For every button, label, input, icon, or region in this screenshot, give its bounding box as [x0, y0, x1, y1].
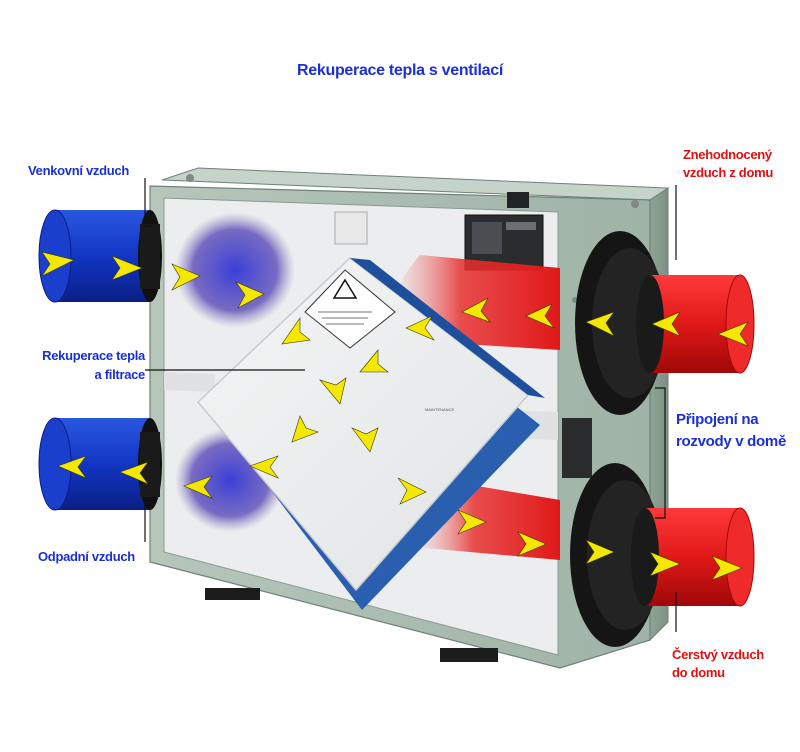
label-outdoor-air: Venkovní vzduch: [28, 162, 129, 179]
label-stale-air-line1: Znehodnocený: [683, 146, 772, 163]
label-fresh-air-line2: do domu: [672, 664, 725, 681]
label-heat-recovery-line2: a filtrace: [25, 366, 145, 383]
label-fresh-air-line1: Čerstvý vzduch: [672, 646, 764, 663]
label-connection-line2: rozvody v domě: [676, 432, 786, 452]
page-title: Rekuperace tepla s ventilací: [0, 62, 800, 80]
label-heat-recovery-line1: Rekuperace tepla: [25, 347, 145, 364]
label-connection-line1: Připojení na: [676, 410, 758, 430]
core-sticker-text: MAINTENANCE: [425, 407, 454, 412]
label-exhaust-air: Odpadní vzduch: [38, 548, 135, 565]
label-stale-air-line2: vzduch z domu: [683, 164, 773, 181]
